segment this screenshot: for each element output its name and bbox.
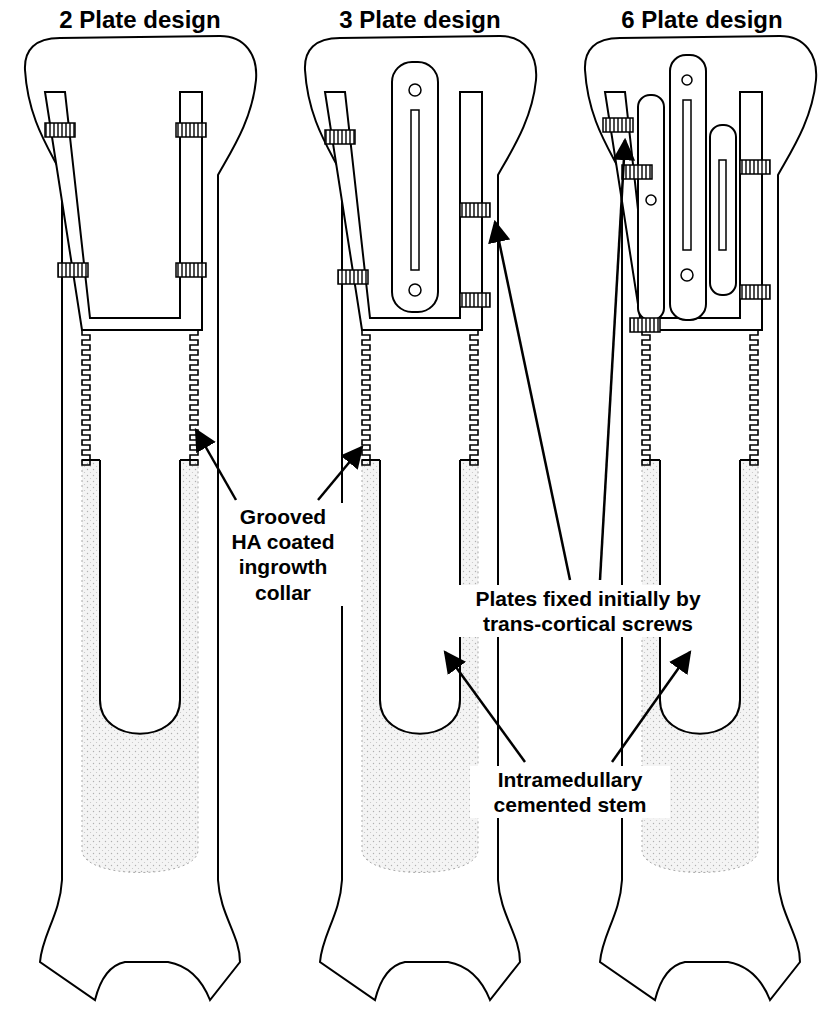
design-heading: 6 Plate design bbox=[592, 6, 812, 35]
design-heading: 3 Plate design bbox=[310, 6, 530, 35]
collar-groove bbox=[82, 330, 90, 465]
collar-groove bbox=[362, 330, 370, 465]
leader-arrows bbox=[196, 140, 690, 762]
six-plate-bone bbox=[585, 36, 816, 1000]
collar-groove bbox=[642, 330, 650, 465]
collar-groove bbox=[750, 330, 758, 465]
callout-label: Plates fixed initially by trans-cortical… bbox=[455, 585, 721, 637]
callout-label: Grooved HA coated ingrowth collar bbox=[221, 503, 345, 606]
callout-label: Intramedullary cemented stem bbox=[470, 766, 670, 818]
design-heading: 2 Plate design bbox=[30, 6, 250, 35]
collar-groove bbox=[470, 330, 478, 465]
collar-groove bbox=[190, 330, 198, 465]
